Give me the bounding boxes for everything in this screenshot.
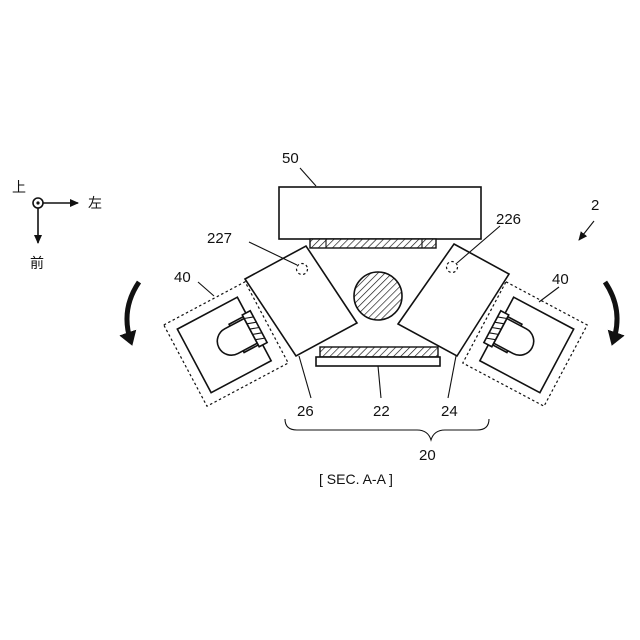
label-226: 226 bbox=[496, 211, 521, 228]
left-unit-dashed-outline bbox=[162, 280, 290, 408]
direction-indicator: 上 左 前 bbox=[12, 180, 102, 272]
label-20: 20 bbox=[419, 447, 436, 464]
leader-2 bbox=[578, 220, 595, 241]
label-40-right: 40 bbox=[552, 271, 569, 288]
left-label: 左 bbox=[88, 196, 102, 212]
component-22-plate bbox=[315, 356, 441, 367]
label-22: 22 bbox=[373, 403, 390, 420]
right-unit-spring-coils bbox=[486, 316, 507, 341]
component-50-block bbox=[278, 186, 482, 240]
brace-20 bbox=[284, 418, 490, 442]
leader-26 bbox=[298, 355, 312, 399]
center-shaft bbox=[353, 271, 403, 321]
hole-227 bbox=[295, 262, 309, 276]
hole-226 bbox=[445, 260, 459, 274]
leader-lines bbox=[197, 167, 595, 399]
section-caption: [ SEC. A-A ] bbox=[319, 471, 393, 487]
left-unit-spring-coils bbox=[244, 316, 265, 341]
front-label: 前 bbox=[30, 255, 44, 272]
right-clamp-body-24 bbox=[396, 242, 511, 358]
lower-hatched-bar bbox=[319, 346, 439, 358]
left-rotation-arrow bbox=[119, 280, 142, 346]
label-40-left: 40 bbox=[174, 269, 191, 286]
right-unit-40 bbox=[461, 280, 589, 408]
left-clamp-body-26 bbox=[243, 244, 359, 358]
leader-227 bbox=[248, 241, 298, 266]
left-unit-40 bbox=[162, 280, 290, 408]
leader-226 bbox=[456, 225, 501, 264]
label-24: 24 bbox=[441, 403, 458, 420]
label-50: 50 bbox=[282, 150, 299, 167]
leader-24 bbox=[447, 355, 457, 399]
leader-50 bbox=[299, 167, 317, 187]
left-unit-plunger bbox=[216, 317, 259, 356]
label-26: 26 bbox=[297, 403, 314, 420]
leader-22 bbox=[377, 365, 382, 399]
leader-40-right bbox=[538, 286, 560, 303]
leader-40-left bbox=[197, 281, 215, 297]
label-2: 2 bbox=[591, 197, 599, 214]
right-unit-dashed-outline bbox=[461, 280, 589, 408]
origin-dot bbox=[36, 201, 40, 205]
right-rotation-arrow bbox=[602, 280, 625, 346]
label-227: 227 bbox=[207, 230, 232, 247]
upper-hatched-bar bbox=[309, 238, 437, 249]
up-label: 上 bbox=[12, 180, 26, 196]
right-unit-plunger bbox=[492, 317, 535, 356]
